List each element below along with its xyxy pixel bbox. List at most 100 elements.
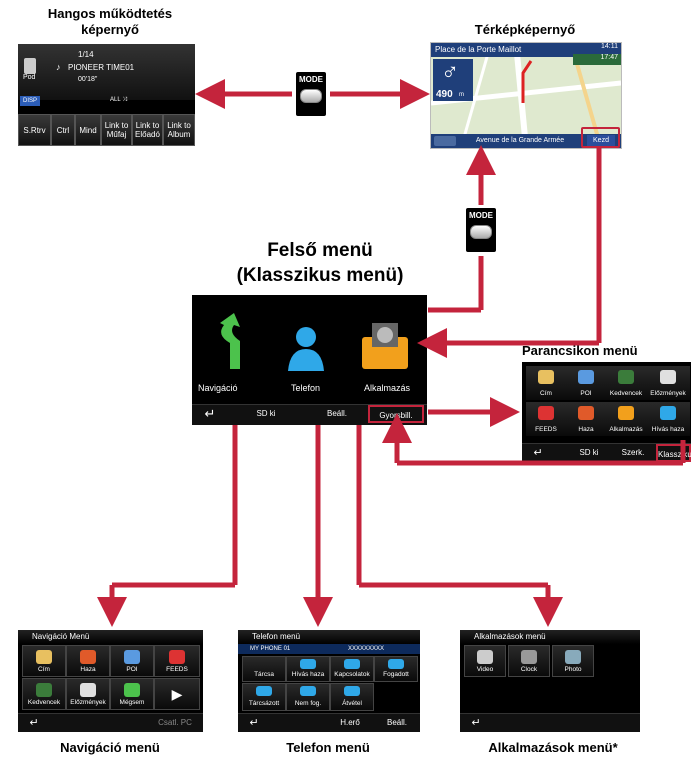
back-icon[interactable]: ↵ xyxy=(29,717,39,729)
settings-button[interactable]: Beáll. xyxy=(326,409,347,418)
back-icon[interactable]: ↵ xyxy=(249,717,259,729)
received-calls-icon xyxy=(388,659,404,669)
tile-label: Cím xyxy=(540,390,552,397)
phone-dialed[interactable]: Tárcsázott xyxy=(242,683,286,711)
shortcut-address[interactable]: Cím xyxy=(526,366,566,400)
repeat-icon: ALL ⤨ xyxy=(110,97,127,103)
sd-eject-button[interactable]: SD ki xyxy=(579,448,599,457)
nav-home[interactable]: Haza xyxy=(66,645,110,677)
phone-device-row: MY PHONE 01 XXXXXXXXX xyxy=(238,644,420,654)
phone-menu-bar: ↵ H.erő Beáll. xyxy=(238,713,420,732)
edit-button[interactable]: Szerk. xyxy=(621,448,645,457)
application-folder-icon[interactable] xyxy=(360,321,410,371)
shortcut-button[interactable]: Gyorsbill. xyxy=(368,405,424,423)
caption-line: Felső menü xyxy=(267,240,373,261)
mode-button-audio[interactable]: MODE xyxy=(296,72,326,116)
turn-arrow-icon: ♂ xyxy=(441,59,459,86)
phone-call-home[interactable]: Hívás haza xyxy=(286,656,330,682)
turn-panel: ♂ 490 m xyxy=(433,59,473,101)
shortcut-home[interactable]: Haza xyxy=(566,402,606,436)
map-search-button[interactable] xyxy=(434,136,456,146)
tile-label: Photo xyxy=(564,666,582,673)
shortcut-applications[interactable]: Alkalmazás xyxy=(606,402,646,436)
phone-menu-title: Telefon menü xyxy=(238,630,420,644)
link-album-button[interactable]: Link to Album xyxy=(163,114,195,146)
nav-favorites[interactable]: Kedvencek xyxy=(22,678,66,710)
nav-cancel[interactable]: Mégsem xyxy=(110,678,154,710)
mode-button-map[interactable]: MODE xyxy=(466,208,496,252)
track-count: 1/14 xyxy=(78,50,94,59)
navigation-icon[interactable] xyxy=(212,313,250,369)
classic-button[interactable]: Klasszikus xyxy=(656,444,691,462)
clock-1: 14:11 xyxy=(573,43,621,54)
mode-key-icon xyxy=(300,89,322,103)
phone-menu-screen: Telefon menü MY PHONE 01 XXXXXXXXX Tárcs… xyxy=(238,630,420,732)
shortcut-feeds[interactable]: FEEDS xyxy=(526,402,566,436)
feeds-icon xyxy=(538,406,554,420)
ctrl-button[interactable]: Ctrl xyxy=(51,114,75,146)
link-artist-button[interactable]: Link to Előadó xyxy=(132,114,163,146)
top-item-phone[interactable]: Telefon xyxy=(291,383,321,393)
device-number: XXXXXXXXX xyxy=(348,646,385,652)
link-genre-button[interactable]: Link to Műfaj xyxy=(101,114,132,146)
shortcut-call-home[interactable]: Hívás haza xyxy=(646,402,690,436)
disp-button[interactable]: DISP xyxy=(20,96,40,106)
top-item-applications[interactable]: Alkalmazás xyxy=(364,383,411,393)
back-icon[interactable]: ↵ xyxy=(204,406,216,421)
apps-photo[interactable]: Photo xyxy=(552,645,594,677)
s-rtrv-button[interactable]: S.Rtrv xyxy=(18,114,51,146)
apps-video[interactable]: Video xyxy=(464,645,506,677)
phone-transfer[interactable]: Átvétel xyxy=(330,683,374,711)
nav-feeds[interactable]: FEEDS xyxy=(154,645,200,677)
map-bottom-bar xyxy=(431,134,621,148)
tile-label: Átvétel xyxy=(342,700,362,707)
nav-history[interactable]: Előzmények xyxy=(66,678,110,710)
distance-unit: m xyxy=(459,92,464,98)
nav-poi[interactable]: POI xyxy=(110,645,154,677)
poi-icon xyxy=(124,650,140,664)
clock-icon xyxy=(521,650,537,664)
address-icon xyxy=(36,650,52,664)
clock-2: 17:47 xyxy=(573,54,621,65)
shortcut-favorites[interactable]: Kedvencek xyxy=(606,366,646,400)
tile-label: Tárcsa xyxy=(254,671,274,678)
feeds-icon xyxy=(169,650,185,664)
phone-received[interactable]: Fogadott xyxy=(374,656,418,682)
phone-contacts[interactable]: Kapcsolatok xyxy=(330,656,374,682)
caption-line: (Klasszikus menü) xyxy=(236,265,404,286)
connect-pc-button[interactable]: Csatl. PC xyxy=(158,718,192,727)
back-icon[interactable]: ↵ xyxy=(471,717,481,729)
phone-missed[interactable]: Nem fog. xyxy=(286,683,330,711)
tile-label: Cím xyxy=(38,666,50,673)
tile-label: POI xyxy=(580,390,592,397)
tile-label: Hívás haza xyxy=(291,671,325,678)
ipod-icon xyxy=(24,58,36,74)
phone-person-icon[interactable] xyxy=(284,325,328,371)
top-item-navigation[interactable]: Navigáció xyxy=(198,383,238,393)
back-icon[interactable]: ↵ xyxy=(533,447,543,459)
apps-menu-title: Alkalmazások menü xyxy=(460,630,640,644)
shortcut-poi[interactable]: POI xyxy=(566,366,606,400)
poi-icon xyxy=(578,370,594,384)
favorites-icon xyxy=(36,683,52,697)
call-home-icon xyxy=(660,406,676,420)
distance-value: 490 xyxy=(436,89,453,100)
apps-menu-screen: Alkalmazások menü Video Clock Photo ↵ xyxy=(460,630,640,732)
shortcut-history[interactable]: Előzmények xyxy=(646,366,690,400)
apps-menu-caption: Alkalmazások menü* xyxy=(488,740,618,755)
application-icon xyxy=(618,406,634,420)
transfer-icon xyxy=(344,686,360,696)
kezd-button[interactable]: Kezd xyxy=(587,135,615,146)
home-icon xyxy=(578,406,594,420)
phone-settings-button[interactable]: Beáll. xyxy=(386,718,407,727)
dialed-calls-icon xyxy=(256,686,272,696)
nav-address[interactable]: Cím xyxy=(22,645,66,677)
shortcut-menu-caption: Parancsikon menü xyxy=(522,343,638,358)
phone-dial[interactable]: Tárcsa xyxy=(242,656,286,682)
shuffle-button[interactable]: Mind xyxy=(75,114,101,146)
apps-clock[interactable]: Clock xyxy=(508,645,550,677)
next-page-icon[interactable]: ▶ xyxy=(154,678,200,710)
sd-eject-button[interactable]: SD ki xyxy=(256,409,276,418)
volume-button[interactable]: H.erő xyxy=(340,718,360,727)
missed-calls-icon xyxy=(300,686,316,696)
